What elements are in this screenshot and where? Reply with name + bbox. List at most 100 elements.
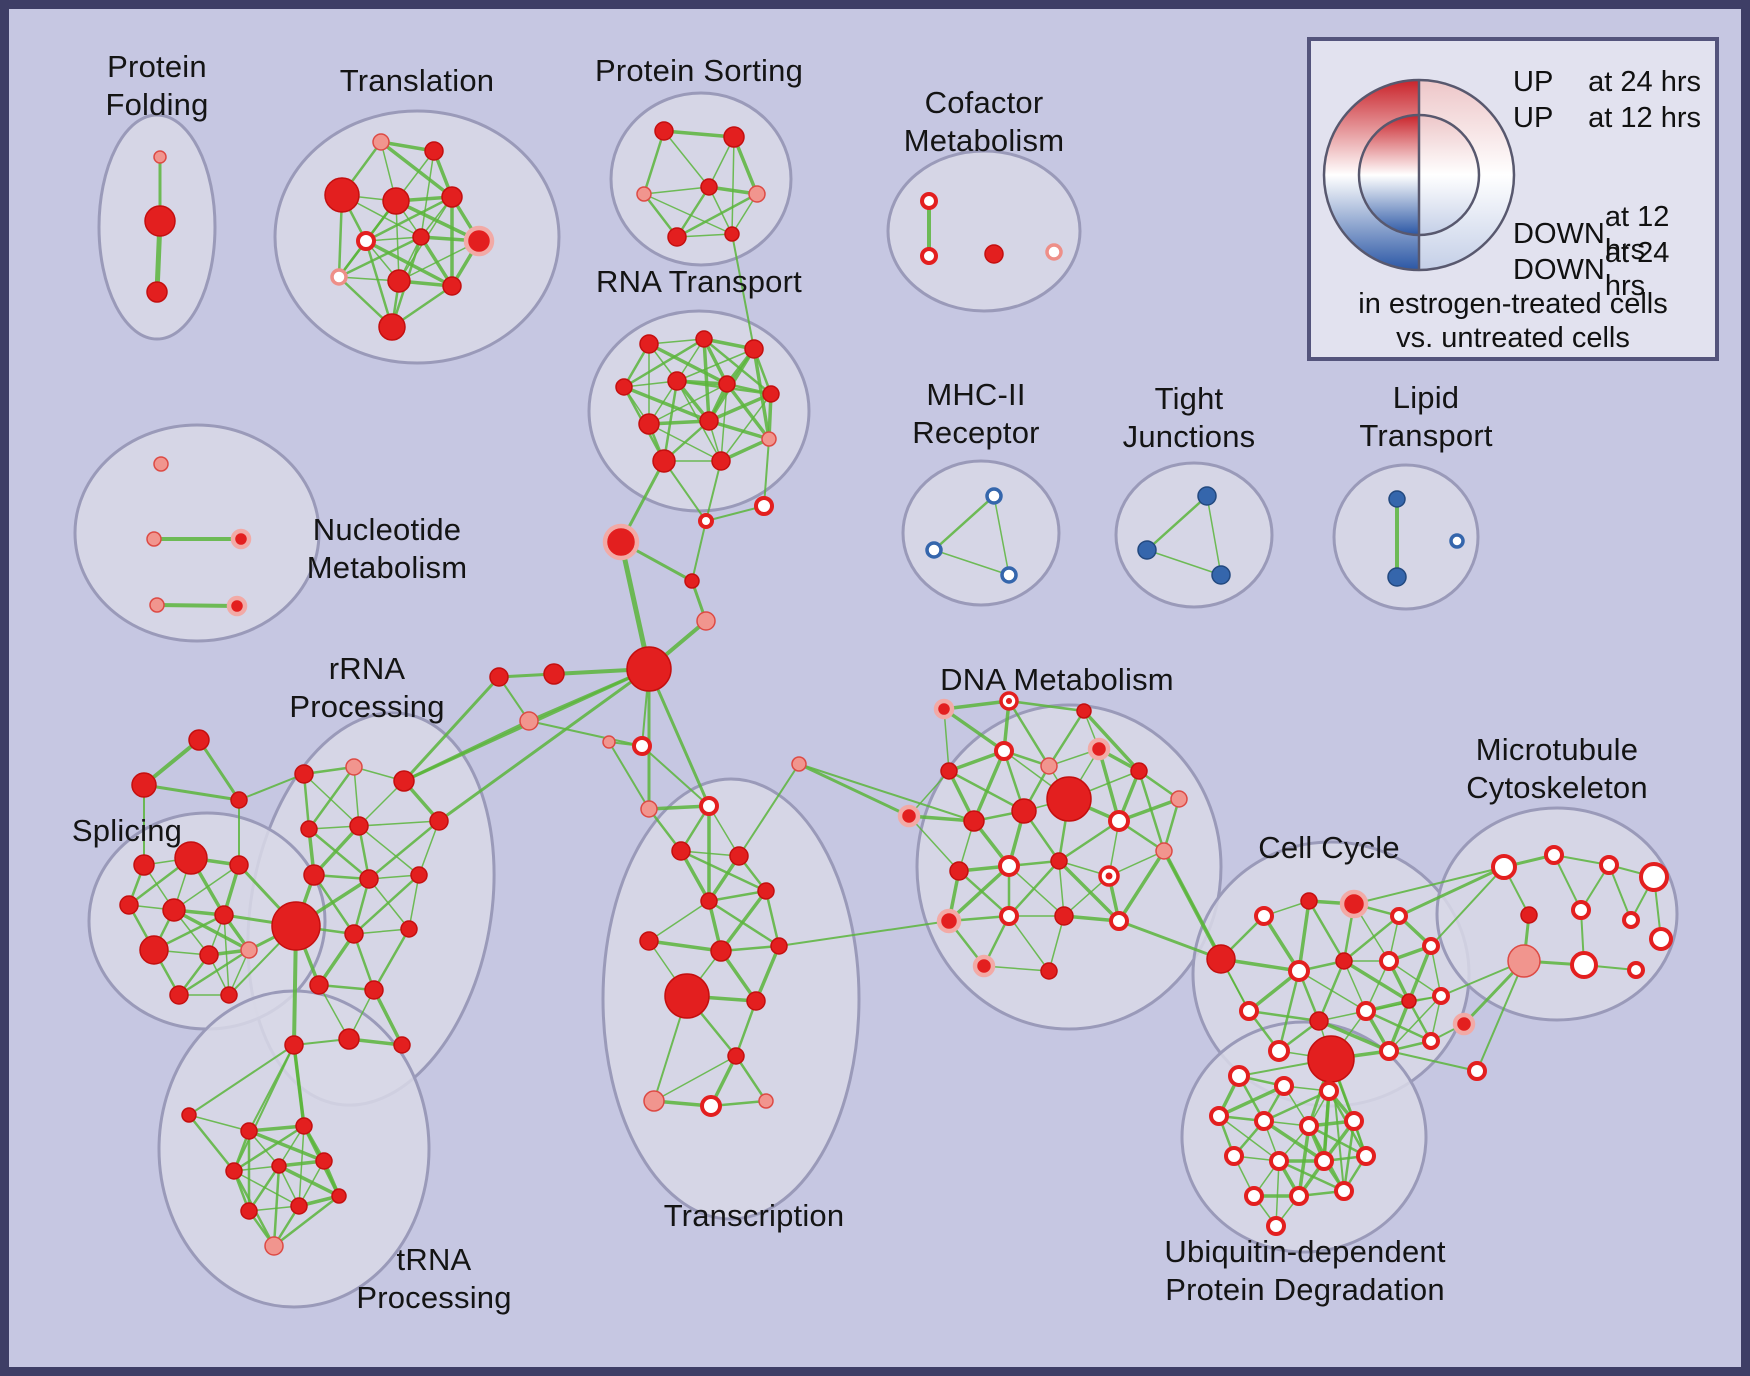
gene-node <box>940 762 958 780</box>
gene-node <box>349 816 369 836</box>
network-edge <box>1307 899 1346 963</box>
gene-node <box>920 192 938 210</box>
gene-node <box>1040 757 1058 775</box>
gene-node <box>345 758 363 776</box>
gene-node <box>1040 962 1058 980</box>
gene-node <box>1599 855 1619 875</box>
legend-time: at 24 hrs <box>1604 237 1670 302</box>
legend-time: at 12 hrs <box>1604 201 1670 266</box>
network-edge <box>908 815 960 872</box>
network-edge <box>1317 959 1346 1023</box>
network-edge <box>720 393 772 462</box>
network-edge <box>691 520 707 582</box>
gene-node <box>1087 737 1111 761</box>
gene-node <box>1379 1041 1399 1061</box>
gene-node <box>1268 1040 1290 1062</box>
gene-node <box>382 187 410 215</box>
network-edge <box>177 948 251 997</box>
gene-node <box>309 975 329 995</box>
gene-node <box>330 268 348 286</box>
network-edge <box>720 383 728 462</box>
cluster-label-protein-folding: Protein Folding <box>105 49 209 122</box>
network-edge <box>1047 709 1086 768</box>
network-edge <box>797 762 911 818</box>
gene-node <box>240 1202 258 1220</box>
gene-node <box>338 1028 360 1050</box>
cluster-label-cofactor-metabolism: Cofactor Metabolism <box>903 85 1065 158</box>
gene-node <box>144 205 176 237</box>
gene-node <box>1452 1012 1476 1036</box>
network-edge <box>272 1164 281 1248</box>
network-edge <box>1297 899 1311 973</box>
gene-node <box>718 375 736 393</box>
gene-node <box>146 281 168 303</box>
gene-node <box>626 646 672 692</box>
cluster-label-transcription: Transcription <box>663 1198 845 1234</box>
gene-node <box>710 940 732 962</box>
network-edge <box>312 824 361 877</box>
legend-direction: DOWN <box>1513 253 1605 286</box>
gene-node <box>652 449 676 473</box>
gene-node <box>1356 1146 1376 1166</box>
network-edge <box>679 849 768 893</box>
network-edge <box>223 914 230 996</box>
gene-node <box>700 1095 722 1117</box>
network-edge <box>734 999 758 1058</box>
gene-node <box>667 227 687 247</box>
network-edge <box>622 337 706 389</box>
network-edge <box>653 1055 737 1102</box>
gene-node <box>315 1152 333 1170</box>
cluster-label-dna-metabolism: DNA Metabolism <box>940 662 1174 698</box>
gene-node <box>744 339 764 359</box>
gene-node <box>949 861 969 881</box>
network-edge <box>932 494 996 552</box>
gene-node <box>698 513 714 529</box>
gene-node <box>695 330 713 348</box>
network-edge <box>337 235 423 279</box>
gene-node <box>998 855 1020 877</box>
gene-node <box>295 1117 313 1135</box>
network-edge <box>1137 769 1166 853</box>
network-edge <box>233 1044 295 1172</box>
network-edge <box>247 1164 281 1213</box>
cluster-label-lipid-transport: Lipid Transport <box>1359 380 1493 453</box>
gene-node <box>324 177 360 213</box>
gene-node <box>519 711 539 731</box>
network-edge <box>1206 495 1222 576</box>
network-edge <box>379 140 454 199</box>
gene-node <box>1339 889 1369 919</box>
legend-direction: UP <box>1513 65 1554 98</box>
network-edge <box>778 920 950 947</box>
network-edge <box>187 1113 236 1173</box>
network-edge <box>702 337 711 423</box>
gene-node <box>149 597 165 613</box>
gene-node <box>1254 906 1274 926</box>
gene-node <box>441 186 463 208</box>
network-edge <box>364 195 454 243</box>
network-edge <box>1162 797 1181 853</box>
network-edge <box>402 675 501 783</box>
gene-node <box>1344 1111 1364 1131</box>
network-edge <box>1388 1050 1478 1072</box>
network-edge <box>707 419 771 441</box>
network-edge <box>233 1170 300 1207</box>
network-edge <box>437 667 651 823</box>
cluster-ellipse-nucleotide-metabolism <box>73 423 321 643</box>
gene-node <box>1401 993 1417 1009</box>
gene-node <box>727 1047 745 1065</box>
network-edge <box>1217 1084 1286 1118</box>
legend-row-down-24: DOWN at 24 hrs <box>1513 237 1701 302</box>
network-edge <box>643 193 733 235</box>
network-edge <box>647 667 711 808</box>
gene-node <box>1266 1216 1286 1236</box>
network-edge <box>675 192 759 239</box>
gene-node <box>1206 944 1236 974</box>
gene-node <box>1011 798 1037 824</box>
network-edge <box>317 932 356 987</box>
legend-note: in estrogen-treated cells vs. untreated … <box>1358 288 1668 355</box>
cluster-label-trna-processing: tRNA Processing <box>356 1242 512 1315</box>
gene-node <box>925 541 943 559</box>
cluster-ellipse-lipid-transport <box>1332 463 1480 611</box>
network-edge <box>1008 915 1050 972</box>
legend-time: at 12 hrs <box>1588 101 1701 134</box>
